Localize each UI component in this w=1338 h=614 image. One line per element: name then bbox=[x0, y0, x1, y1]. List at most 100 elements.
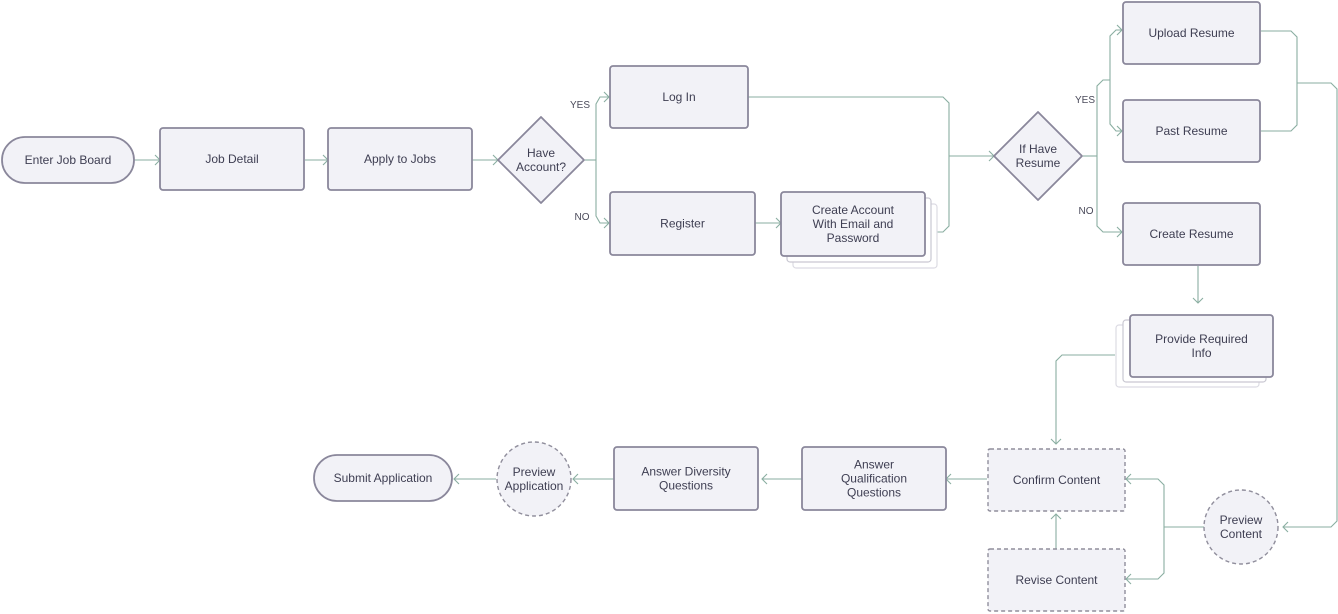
if-have-resume-decision-shape bbox=[993, 111, 1083, 201]
create-account-node-label-3: Password bbox=[827, 231, 880, 245]
create-account-node-label-2: With Email and bbox=[813, 217, 894, 231]
preview-content-node-label-2: Content bbox=[1220, 527, 1263, 541]
upload-resume-node-shape bbox=[1122, 1, 1261, 65]
preview-content-node-label-1: Preview bbox=[1220, 513, 1263, 527]
edge-preview-to-revise bbox=[1126, 527, 1165, 580]
edge-resume-no bbox=[1096, 156, 1122, 233]
edge-diversity-to-preview-arrowhead bbox=[572, 473, 579, 485]
preview-content-node-shape bbox=[1203, 489, 1279, 565]
edge-qualification-to-diversity-arrowhead bbox=[761, 473, 768, 485]
log-in-node-shape bbox=[609, 65, 749, 129]
submit-application-node-shape bbox=[313, 454, 453, 502]
apply-to-jobs-node-label: Apply to Jobs bbox=[364, 152, 436, 166]
register-node-shape bbox=[609, 191, 756, 256]
submit-application-node-label: Submit Application bbox=[334, 471, 433, 485]
revise-content-node-label: Revise Content bbox=[1015, 573, 1098, 587]
register-node-label: Register bbox=[660, 217, 705, 231]
edge-label-resume-yes: YES bbox=[1075, 95, 1095, 106]
edge-upload-out bbox=[1261, 30, 1298, 83]
edge-provide-to-confirm bbox=[1055, 354, 1115, 444]
create-account-node-label-1: Create Account bbox=[812, 203, 895, 217]
edge-login-to-resume bbox=[748, 96, 950, 156]
edge-resume-past bbox=[1109, 80, 1122, 132]
nodes: Enter Job Board Job Detail Apply to Jobs Ha… bbox=[1, 1, 1279, 612]
preview-application-node-shape bbox=[496, 441, 572, 517]
upload-resume-node[interactable]: Upload Resume bbox=[1122, 1, 1261, 65]
job-detail-node[interactable]: Job Detail bbox=[159, 127, 305, 191]
edge-past-out bbox=[1261, 83, 1298, 132]
job-detail-node-label: Job Detail bbox=[205, 152, 258, 166]
have-account-decision-shape bbox=[497, 116, 585, 204]
create-resume-node-label: Create Resume bbox=[1149, 227, 1233, 241]
log-in-node[interactable]: Log In bbox=[609, 65, 749, 129]
edge-revise-to-confirm-arrowhead bbox=[1050, 513, 1062, 520]
preview-application-node-label-2: Application bbox=[505, 479, 564, 493]
confirm-content-node-label: Confirm Content bbox=[1013, 473, 1101, 487]
answer-diversity-node-label-1: Answer Diversity bbox=[641, 465, 730, 479]
answer-diversity-node-shape bbox=[613, 446, 759, 511]
have-account-decision-label-2: Account? bbox=[516, 160, 566, 174]
apply-to-jobs-node-shape bbox=[327, 127, 473, 191]
answer-qualification-node-label-2: Qualification bbox=[841, 472, 907, 486]
if-have-resume-decision-label-2: Resume bbox=[1016, 156, 1061, 170]
create-resume-node-shape bbox=[1122, 202, 1261, 266]
edge-label-account-no: NO bbox=[575, 212, 590, 223]
submit-application-node[interactable]: Submit Application bbox=[313, 454, 453, 502]
edge-merge-trunk bbox=[1283, 82, 1338, 528]
confirm-content-node-shape bbox=[987, 448, 1126, 512]
edge-merge-trunk-arrowhead bbox=[1282, 521, 1289, 533]
if-have-resume-decision-label-1: If Have bbox=[1019, 142, 1057, 156]
upload-resume-node-label: Upload Resume bbox=[1148, 26, 1234, 40]
edge-labels: YES NO YES NO bbox=[570, 95, 1095, 223]
provide-required-info-node-shape bbox=[1129, 314, 1274, 378]
edge-account-no-arrowhead bbox=[603, 217, 610, 229]
edge-resume-yes bbox=[1096, 79, 1110, 156]
confirm-content-node[interactable]: Confirm Content bbox=[987, 448, 1126, 512]
enter-job-board-node-label: Enter Job Board bbox=[25, 153, 112, 167]
edge-resume-no-arrowhead bbox=[1116, 226, 1123, 238]
enter-job-board-node-shape bbox=[1, 136, 135, 184]
revise-content-node[interactable]: Revise Content bbox=[987, 548, 1126, 612]
edge-preview-to-revise-arrowhead bbox=[1125, 573, 1132, 585]
create-resume-node[interactable]: Create Resume bbox=[1122, 202, 1261, 266]
have-account-decision-label-1: Have bbox=[527, 146, 555, 160]
revise-content-node-shape bbox=[987, 548, 1126, 612]
provide-required-info-node-label-2: Info bbox=[1191, 346, 1211, 360]
past-resume-node-shape bbox=[1122, 99, 1261, 163]
job-detail-node-shape bbox=[159, 127, 305, 191]
edge-preview-to-confirm bbox=[1126, 478, 1165, 527]
provide-required-info-node-label-1: Provide Required bbox=[1155, 332, 1248, 346]
edge-account-yes bbox=[595, 96, 609, 160]
log-in-node-label: Log In bbox=[662, 90, 695, 104]
edge-account-no bbox=[595, 160, 609, 224]
edge-resume-upload-arrowhead bbox=[1116, 24, 1123, 36]
edge-resume-past-arrowhead bbox=[1116, 125, 1123, 137]
past-resume-node[interactable]: Past Resume bbox=[1122, 99, 1261, 163]
answer-qualification-node-label-1: Answer bbox=[854, 458, 894, 472]
create-account-node-shape bbox=[780, 191, 926, 257]
edge-account-yes-arrowhead bbox=[603, 91, 610, 103]
edge-label-account-yes: YES bbox=[570, 100, 590, 111]
past-resume-node-label: Past Resume bbox=[1155, 124, 1227, 138]
preview-application-node-label-1: Preview bbox=[513, 465, 556, 479]
edge-preview-to-submit-arrowhead bbox=[453, 473, 460, 485]
apply-to-jobs-node[interactable]: Apply to Jobs bbox=[327, 127, 473, 191]
edge-preview-to-confirm-arrowhead bbox=[1125, 473, 1132, 485]
answer-qualification-node-label-3: Questions bbox=[847, 486, 901, 500]
enter-job-board-node[interactable]: Enter Job Board bbox=[1, 136, 135, 184]
edge-create-to-provide-arrowhead bbox=[1192, 297, 1204, 304]
edge-label-resume-no: NO bbox=[1079, 206, 1094, 217]
edge-provide-to-confirm-arrowhead bbox=[1050, 438, 1062, 445]
edge-resume-upload bbox=[1109, 29, 1122, 80]
answer-diversity-node-label-2: Questions bbox=[659, 479, 713, 493]
register-node[interactable]: Register bbox=[609, 191, 756, 256]
